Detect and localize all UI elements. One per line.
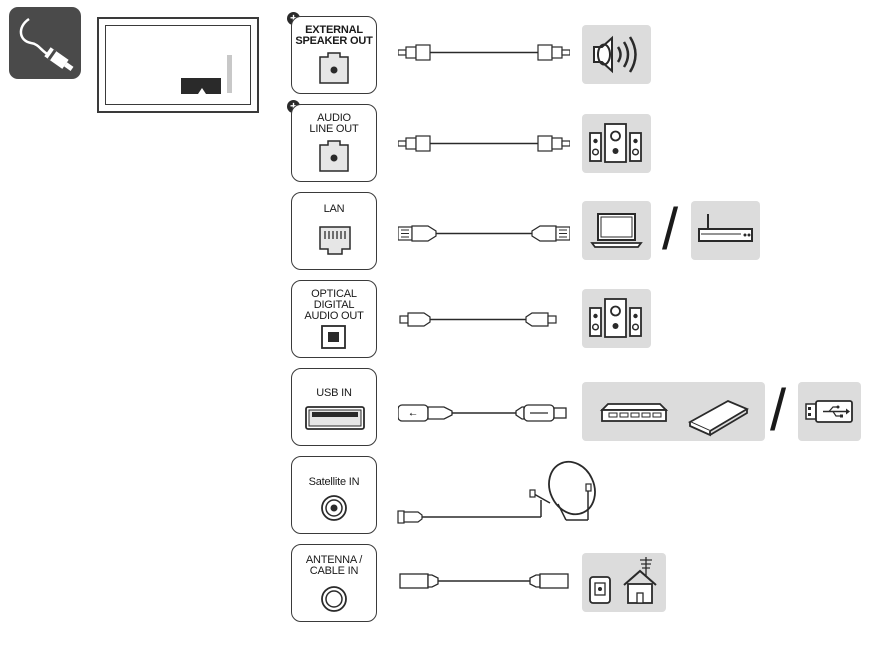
ethernet-port-icon [319,226,351,255]
port-satellite-in: Satellite IN [291,456,377,534]
port-antenna-cable-in: ANTENNA / CABLE IN [291,544,377,622]
tv-back-panel [97,17,259,113]
port-optical-digital-audio-out: OPTICAL DIGITAL AUDIO OUT [291,280,377,358]
optical-cable-icon [399,312,557,327]
port-label: LAN [323,203,345,215]
set-top-box-icon [599,403,669,422]
audio-jack-port-icon [319,52,349,84]
port-label: Satellite IN [308,476,360,488]
port-label: USB IN [316,387,352,399]
satellite-dish-icon [397,460,596,524]
speaker-system-icon [582,114,651,173]
port-label: ANTENNA / CABLE IN [305,554,363,577]
tv-port-area [181,78,221,94]
port-lan: LAN [291,192,377,270]
usb-port-icon [305,406,365,430]
antenna-cable-icon [399,573,569,589]
antenna-house-icon [582,553,666,612]
or-separator: / [770,378,787,443]
svg-text:⭠: ⭠ [409,410,416,420]
port-label: AUDIO LINE OUT [309,112,359,135]
audio-cable-icon [398,135,570,152]
cable-plug-icon [9,7,81,79]
audio-jack-port-icon [319,140,349,172]
or-separator: / [662,197,679,262]
optical-port-icon [321,325,346,349]
laptop-icon [582,201,651,260]
port-external-speaker-out: EXTERNAL SPEAKER OUT [291,16,377,94]
usb-cable-icon: ⭠ [398,404,567,422]
coax-port-icon [321,495,347,521]
lan-cable-icon [398,225,570,242]
port-label: EXTERNAL SPEAKER OUT [295,24,373,47]
tv-side-panel [227,55,232,93]
port-label: OPTICAL DIGITAL AUDIO OUT [304,288,364,322]
speaker-sound-icon [582,25,651,84]
router-icon [691,201,760,260]
audio-cable-icon [398,44,570,61]
usb-stick-icon [798,382,861,441]
usb-storage-devices [582,382,765,441]
port-audio-line-out: AUDIO LINE OUT [291,104,377,182]
port-usb-in: USB IN [291,368,377,446]
tv-port-arrow-icon [196,88,208,97]
speaker-system-icon [582,289,651,348]
external-hdd-icon [687,400,749,437]
coax-port-icon [321,586,347,612]
tv-screen-frame [105,25,251,105]
